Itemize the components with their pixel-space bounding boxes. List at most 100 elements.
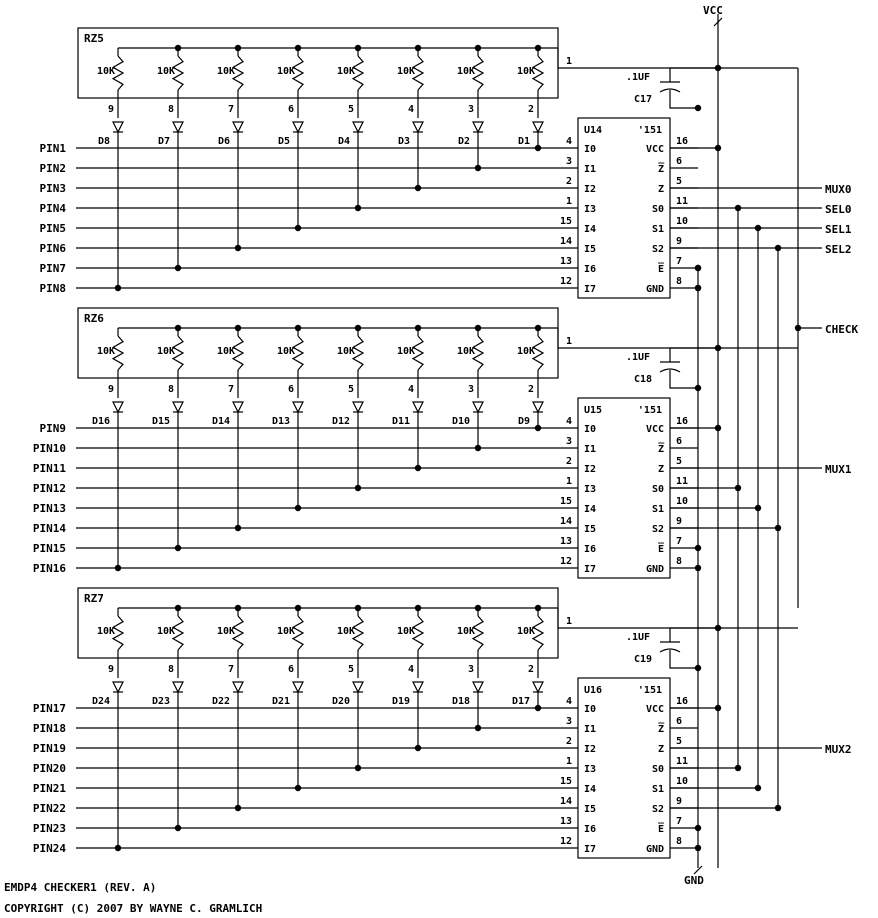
pin-label: PIN1 [40,142,67,155]
resistor-zigzag [351,55,365,91]
ic-input-pin-number: 3 [566,156,572,167]
ic-input-pin-name: I1 [584,444,596,455]
pin-label: PIN5 [40,222,67,235]
footer-title: EMDP4 CHECKER1 (REV. A) [4,881,156,894]
diode-triangle [532,681,544,694]
ic-right-pin-number: 10 [676,496,688,507]
resistor-pin1-to-check [557,48,798,69]
diode-triangle [172,681,184,694]
resistor-pin-number: 4 [408,384,414,395]
pin-label: PIN3 [40,182,67,195]
resistor-pin-number: 6 [288,664,294,675]
junction-dot [354,484,362,492]
junction-dot [714,704,722,712]
resistor-pin-number: 8 [168,384,174,395]
junction-dot [234,244,242,252]
junction-dot [294,224,302,232]
ic-input-pin-number: 15 [560,776,572,787]
ic-input-pin-name: I4 [584,784,596,795]
ic-input-pin-number: 14 [560,796,572,807]
cap-bottom-lead [669,370,698,389]
ic-right-pin-name: GND [646,564,664,575]
footer-copyright: COPYRIGHT (C) 2007 BY WAYNE C. GRAMLICH [4,902,262,915]
ic-input-pin-name: I3 [584,204,596,215]
diode-triangle [112,681,124,694]
resistor-pin-number: 6 [288,384,294,395]
resistor-network-box [77,587,559,659]
ic-input-pin-number: 12 [560,556,572,567]
ic-input-pin-number: 12 [560,836,572,847]
cap-designator-label: C18 [634,374,652,385]
ic-right-pin-number: 9 [676,236,682,247]
resistor-network-label: RZ5 [84,32,104,45]
cap-plate-bottom [659,88,681,93]
cap-plate-bottom [659,368,681,373]
diode-label: D1 [518,136,530,147]
resistor-zigzag [351,335,365,371]
junction-dot [774,524,782,532]
diode-label: D10 [452,416,470,427]
cap-designator-label: C17 [634,94,652,105]
ic-right-pin-name: S1 [652,504,664,515]
ic-input-pin-name: I7 [584,564,596,575]
sel-label-mux2-out: MUX2 [825,743,852,756]
pin-label: PIN21 [33,782,66,795]
junction-dot [474,164,482,172]
ic-input-pin-name: I5 [584,244,596,255]
diode-triangle [472,401,484,414]
sel1-label: SEL1 [825,223,852,236]
diode-label: D3 [398,136,410,147]
junction-dot [474,444,482,452]
junction-dot [174,824,182,832]
ic-input-pin-number: 1 [566,476,572,487]
junction-dot [294,784,302,792]
ic-right-pin-name: GND [646,284,664,295]
ic-right-pin-name: E̅ [658,262,665,275]
resistor-pin-number: 5 [348,104,354,115]
resistor-network-label: RZ7 [84,592,104,605]
junction-dot [534,144,542,152]
diode-label: D19 [392,696,410,707]
ic-right-pin-name: S2 [652,244,664,255]
ic-input-pin-name: I7 [584,284,596,295]
cap-top-lead [669,347,718,362]
resistor-network-label: RZ6 [84,312,104,325]
ic-input-pin-number: 14 [560,236,572,247]
junction-dot [714,344,722,352]
resistor-pin-number: 9 [108,384,114,395]
resistor-pin-number: 3 [468,384,474,395]
ic-right-pin-number: 11 [676,196,688,207]
diode-label: D23 [152,696,170,707]
resistor-pin1-to-check [557,328,798,349]
ic-right-pin-number: 10 [676,216,688,227]
sel-label-mux0-out: MUX0 [825,183,852,196]
resistor-zigzag [471,615,485,651]
diode-label: D11 [392,416,410,427]
resistor-zigzag [411,335,425,371]
ic-right-pin-number: 8 [676,556,682,567]
ic-input-pin-number: 12 [560,276,572,287]
junction-dot [234,804,242,812]
junction-dot [114,564,122,572]
ic-right-pin-number: 7 [676,536,682,547]
resistor-zigzag [111,55,125,91]
pin-label: PIN13 [33,502,66,515]
gnd-rail-label: GND [684,874,704,887]
sel-label-mux1-out: MUX1 [825,463,852,476]
resistor-network-box [77,27,559,99]
resistor-network-box [77,307,559,379]
diode-triangle [292,121,304,134]
diode-label: D12 [332,416,350,427]
resistor-zigzag [231,55,245,91]
diode-triangle [532,401,544,414]
ic-right-pin-number: 8 [676,836,682,847]
diode-label: D2 [458,136,470,147]
junction-dot [694,824,702,832]
ic-input-pin-name: I2 [584,184,596,195]
ic-right-pin-number: 10 [676,776,688,787]
vcc-rail-tick [713,17,723,27]
resistor-pin1-number: 1 [566,616,572,627]
cap-top-lead [669,627,718,642]
junction-dot [734,484,742,492]
ic-right-pin-name: Z [658,744,664,755]
